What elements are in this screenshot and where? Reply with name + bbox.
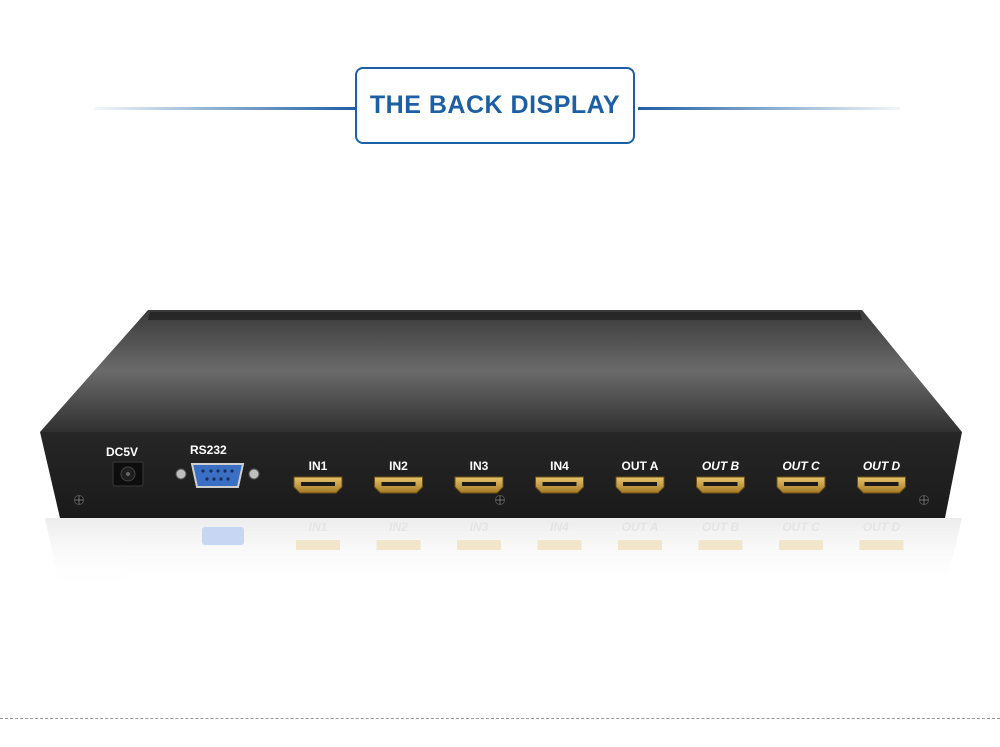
title-divider-right <box>638 107 900 110</box>
port-label-reflection: IN4 <box>550 520 569 534</box>
port-label-reflection: OUT C <box>782 520 820 534</box>
port-label-out-d: OUT D <box>863 459 901 473</box>
port-label-in2: IN2 <box>389 459 408 473</box>
hdmi-port-reflection <box>296 540 340 550</box>
serial-port-reflection <box>202 527 244 545</box>
hdmi-port-reflection <box>618 540 662 550</box>
power-port-label: DC5V <box>106 445 138 459</box>
port-label-reflection: OUT A <box>622 520 659 534</box>
port-label-reflection: IN1 <box>309 520 328 534</box>
hdmi-port-reflection <box>779 540 823 550</box>
title-box: THE BACK DISPLAY <box>355 67 635 144</box>
serial-port-icon <box>175 463 260 488</box>
hdmi-port-reflection <box>457 540 501 550</box>
port-label-reflection: IN2 <box>389 520 408 534</box>
port-label-reflection: IN3 <box>470 520 489 534</box>
port-label-reflection: OUT B <box>702 520 740 534</box>
hdmi-port-reflection <box>859 540 904 550</box>
screw-icon <box>74 495 84 505</box>
hdmi-port-reflection <box>698 540 743 550</box>
port-label-out-c: OUT C <box>782 459 820 473</box>
hdmi-port-slot <box>784 482 818 486</box>
hdmi-port-slot <box>462 482 496 486</box>
hdmi-port-slot <box>864 482 899 486</box>
screw-icon <box>495 495 505 505</box>
chassis-back-panel <box>40 432 962 518</box>
bottom-dashed-divider <box>0 718 1000 719</box>
page-title: THE BACK DISPLAY <box>369 91 621 119</box>
hdmi-port-slot <box>542 482 577 486</box>
port-label-in4: IN4 <box>550 459 569 473</box>
hdmi-port-slot <box>623 482 657 486</box>
port-label-reflection: OUT D <box>863 520 901 534</box>
port-label-in1: IN1 <box>309 459 328 473</box>
device-chassis: DC5V RS232 IN1 IN2 IN3 IN4 OUT A OUT B OUT C OU… <box>40 310 962 518</box>
hdmi-port-slot <box>301 482 335 486</box>
chassis-top <box>40 310 962 432</box>
serial-port-label: RS232 <box>190 443 227 457</box>
device-reflection: IN1 IN2 IN3 IN4 OUT A OUT B OUT C OUT D <box>45 518 962 590</box>
hdmi-port-slot <box>381 482 416 486</box>
hdmi-port-reflection <box>376 540 421 550</box>
screw-icon <box>919 495 929 505</box>
port-label-out-a: OUT A <box>622 459 659 473</box>
power-jack-icon <box>112 461 144 487</box>
port-label-in3: IN3 <box>470 459 489 473</box>
hdmi-port-reflection <box>537 540 582 550</box>
title-divider-left <box>94 107 356 110</box>
port-label-out-b: OUT B <box>702 459 740 473</box>
hdmi-port-slot <box>703 482 738 486</box>
